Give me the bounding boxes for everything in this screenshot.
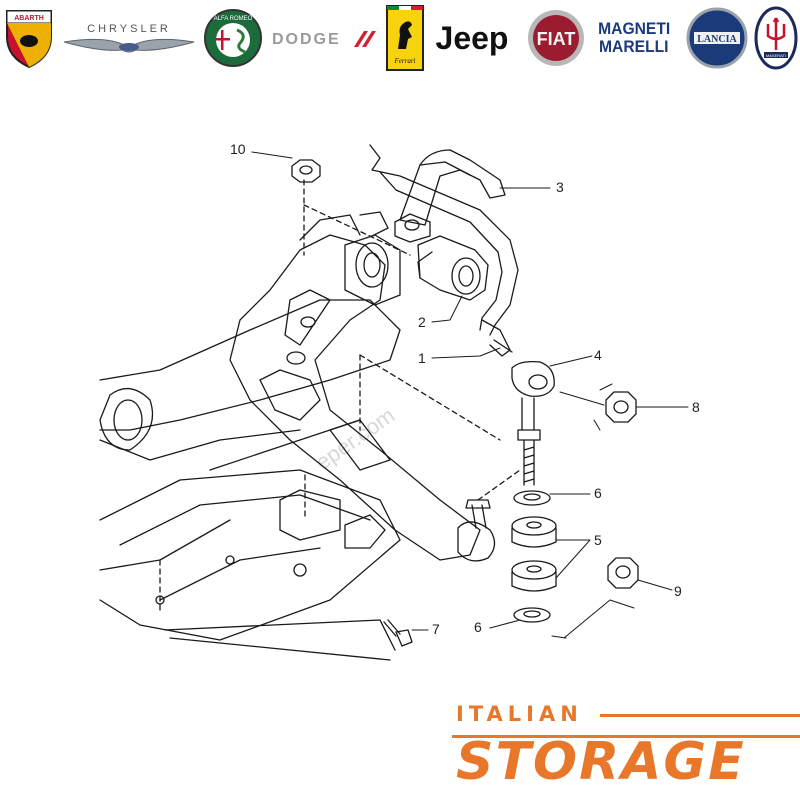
magneti-label: MAGNETI <box>597 19 671 38</box>
alfa-romeo-logo: ALFA ROMEO <box>203 0 263 76</box>
lancia-shield-icon: LANCIA <box>686 7 748 69</box>
link-bushings-drawing <box>511 516 557 592</box>
ferrari-logo: Ferrari <box>385 0 425 76</box>
abarth-logo: ABARTH <box>0 0 58 76</box>
logo-word-storage: STORAGE <box>456 732 746 792</box>
nut-8-drawing <box>605 391 637 423</box>
italian-storage-logo: ITALIAN STORAGE <box>440 700 800 800</box>
nut-10-drawing <box>291 159 321 183</box>
dodge-wordmark-icon: DODGE <box>272 31 376 48</box>
maserati-logo: MASERATI <box>754 0 798 76</box>
jeep-logo: Jeep <box>430 0 514 76</box>
assembly-guide-lines <box>159 179 521 611</box>
brand-bar: ABARTH CHRYSLER ALFA ROMEO DODGE <box>0 0 800 76</box>
callout-6-lower: 6 <box>474 619 482 635</box>
control-arm-drawing <box>229 211 496 562</box>
svg-text:Ferrari: Ferrari <box>394 57 416 65</box>
svg-text:CHRYSLER: CHRYSLER <box>87 23 171 35</box>
lancia-logo: LANCIA <box>686 0 748 76</box>
callout-2: 2 <box>418 314 426 330</box>
stabilizer-bushing-drawing <box>417 235 489 301</box>
fiat-logo: FIAT <box>526 0 586 76</box>
logo-middle-rule <box>452 735 800 738</box>
callout-7: 7 <box>432 621 440 637</box>
callout-3: 3 <box>556 179 564 195</box>
maserati-trident-icon: MASERATI <box>754 6 798 70</box>
jeep-wordmark: Jeep <box>435 19 509 56</box>
stabilizer-link-drawing <box>511 360 555 486</box>
callout-9: 9 <box>674 583 682 599</box>
ferrari-prancing-horse-icon: Ferrari <box>386 5 424 71</box>
logo-word-italian: ITALIAN <box>456 702 583 726</box>
svg-text:MASERATI: MASERATI <box>766 53 786 58</box>
svg-text:ABARTH: ABARTH <box>14 15 44 22</box>
callout-10: 10 <box>230 141 246 157</box>
subframe-drawing <box>99 469 401 661</box>
lower-washer-drawing <box>513 607 551 623</box>
bolt-7-drawing <box>383 619 413 647</box>
callout-8: 8 <box>692 399 700 415</box>
dodge-logo: DODGE <box>270 0 380 76</box>
callout-5: 5 <box>594 532 602 548</box>
suspension-exploded-diagram: eper.com <box>99 141 700 661</box>
callout-6-upper: 6 <box>594 485 602 501</box>
svg-text:DODGE: DODGE <box>272 31 341 48</box>
alfa-romeo-badge-icon: ALFA ROMEO <box>204 9 262 67</box>
chrysler-logo: CHRYSLER <box>62 0 196 76</box>
callout-1: 1 <box>418 350 426 366</box>
svg-text:FIAT: FIAT <box>537 29 576 49</box>
stabilizer-clamp-drawing <box>394 149 506 243</box>
callout-4: 4 <box>594 347 602 363</box>
logo-top-rule <box>600 714 800 717</box>
upper-washer-drawing <box>513 490 551 506</box>
magneti-marelli-logo: MAGNETI MARELLI <box>590 0 678 76</box>
abarth-shield-icon: ABARTH <box>6 10 52 69</box>
svg-text:ALFA ROMEO: ALFA ROMEO <box>214 16 253 22</box>
svg-text:LANCIA: LANCIA <box>697 34 737 45</box>
callout-leaders <box>251 151 689 639</box>
marelli-label: MARELLI <box>599 37 669 56</box>
fiat-badge-icon: FIAT <box>528 10 584 66</box>
chrysler-wings-icon: CHRYSLER <box>63 23 195 53</box>
nut-9-drawing <box>607 557 639 589</box>
